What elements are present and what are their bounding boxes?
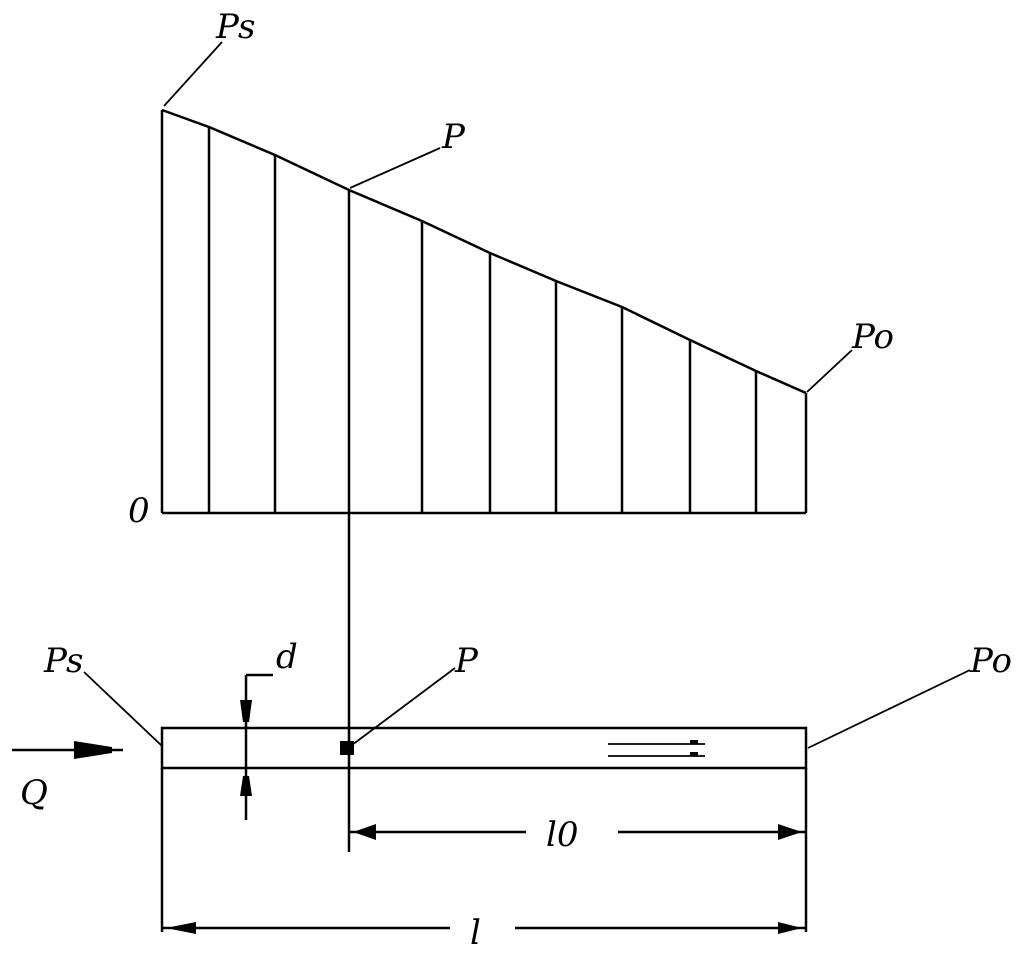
pipe-label-q: Q (20, 773, 48, 813)
pipe-label-p: P (454, 641, 479, 681)
ps-leader (163, 41, 223, 107)
pressure-ordinates (160, 110, 808, 513)
pipe-label-ps: Ps (43, 641, 83, 681)
l-dimension (162, 922, 806, 934)
chart-label-po: Po (851, 317, 894, 357)
pipe-label-l: l (470, 913, 481, 953)
l0-dimension (349, 824, 806, 840)
pipe: Ps Q d P Po l0 (12, 637, 1012, 953)
pipe-po-leader (807, 669, 971, 749)
chart-label-ps: Ps (215, 7, 255, 47)
pressure-curve (161, 108, 807, 395)
flow-arrow-icon (12, 741, 123, 759)
pipe-p-leader (351, 667, 456, 746)
pipe-body (160, 726, 808, 770)
flow-direction-icon (608, 740, 705, 757)
pipe-ps-leader (83, 671, 163, 747)
pipe-label-po: Po (969, 641, 1012, 681)
diameter-dimension (240, 673, 273, 820)
chart-label-origin: 0 (128, 491, 150, 531)
pipe-label-l0: l0 (546, 815, 579, 855)
po-leader (806, 349, 853, 393)
pipe-label-d: d (276, 637, 298, 677)
p-leader (349, 147, 441, 189)
pressure-point-marker (340, 741, 354, 755)
pressure-chart: Ps P Po 0 (128, 7, 894, 531)
chart-label-p: P (441, 117, 466, 157)
